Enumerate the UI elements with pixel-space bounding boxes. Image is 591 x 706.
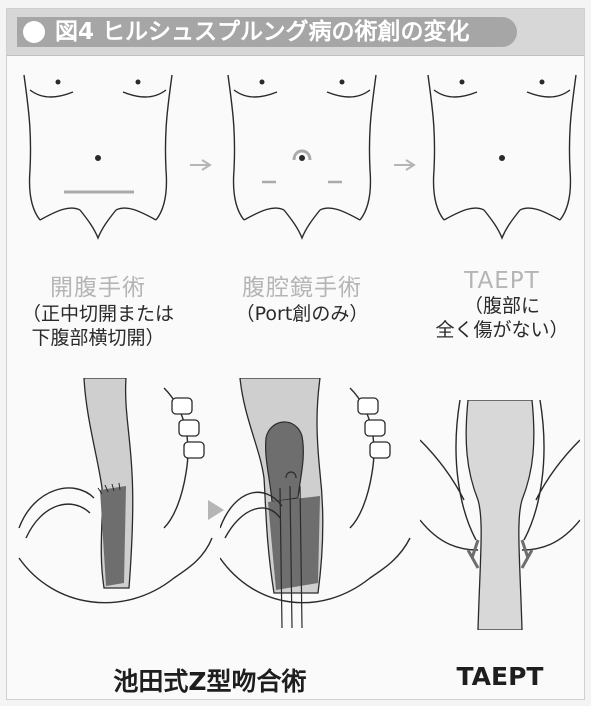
anastomosis-z-type-illustration bbox=[220, 378, 420, 628]
label-z-type-anastomosis: 池田式Z型吻合術 bbox=[60, 662, 360, 698]
caption-sub: 下腹部横切開） bbox=[18, 326, 178, 350]
figure-header: 図4 ヒルシュスプルング病の術創の変化 bbox=[7, 9, 584, 56]
figure-title: 図4 ヒルシュスプルング病の術創の変化 bbox=[17, 17, 517, 47]
caption-title: TAEPT bbox=[422, 268, 582, 294]
caption-sub: （正中切開または bbox=[18, 302, 178, 326]
arrow-right-icon bbox=[392, 155, 422, 175]
caption-sub: 全く傷がない） bbox=[422, 318, 582, 342]
caption-laparoscopic: 腹腔鏡手術 （Port創のみ） bbox=[222, 268, 382, 326]
caption-sub: （Port創のみ） bbox=[222, 302, 382, 326]
bullet-dot-icon bbox=[23, 21, 45, 43]
torso-laparoscopic-illustration bbox=[222, 70, 382, 260]
caption-taept: TAEPT （腹部に 全く傷がない） bbox=[422, 268, 582, 342]
torso-open-surgery-illustration bbox=[18, 70, 178, 260]
caption-sub: （腹部に bbox=[422, 294, 582, 318]
torso-taept-illustration bbox=[422, 70, 582, 260]
label-taept: TAEPT bbox=[420, 662, 580, 691]
caption-title: 腹腔鏡手術 bbox=[222, 268, 382, 302]
anastomosis-before-illustration bbox=[14, 378, 214, 628]
taept-anatomy-illustration bbox=[420, 400, 580, 630]
arrow-right-icon bbox=[188, 155, 218, 175]
caption-title: 開腹手術 bbox=[18, 268, 178, 302]
caption-open-surgery: 開腹手術 （正中切開または 下腹部横切開） bbox=[18, 268, 178, 350]
figure-title-text: 図4 ヒルシュスプルング病の術創の変化 bbox=[55, 19, 470, 45]
